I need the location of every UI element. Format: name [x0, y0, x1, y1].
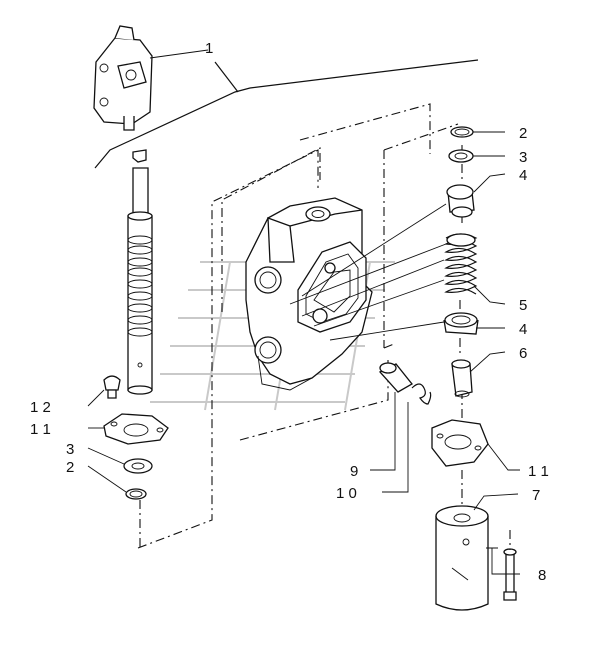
leader-1 [214, 61, 239, 93]
callout-2-left: 2 [66, 459, 74, 476]
dashed-frame-left [137, 149, 319, 549]
callout-11-left: 1 1 [30, 421, 51, 438]
callout-1: 1 [205, 40, 213, 57]
callout-4-top: 4 [519, 167, 527, 184]
callout-3-left: 3 [66, 441, 74, 458]
callout-9: 9 [350, 463, 358, 480]
callout-2-right: 2 [519, 125, 527, 142]
callout-11-right: 1 1 [528, 463, 549, 480]
callout-labels: 1 2 3 4 5 4 6 1 1 7 8 9 1 0 1 2 1 1 3 2 [30, 40, 549, 584]
spool [127, 149, 153, 395]
left-small-parts [103, 375, 169, 500]
callout-6: 6 [519, 345, 527, 362]
callout-12: 1 2 [30, 399, 51, 416]
callout-3-right: 3 [519, 149, 527, 166]
callout-8: 8 [538, 567, 546, 584]
o-ring-top [450, 126, 474, 138]
dashed-frame-right [383, 123, 459, 349]
callout-10: 1 0 [336, 485, 357, 502]
valve-section-assembly [93, 25, 209, 131]
callout-7: 7 [532, 487, 540, 504]
check-poppet-and-spring [378, 362, 432, 405]
callout-4-bottom: 4 [519, 321, 527, 338]
assembly-divider-line [94, 59, 479, 169]
callout-5: 5 [519, 297, 527, 314]
leader-lines [87, 131, 520, 575]
